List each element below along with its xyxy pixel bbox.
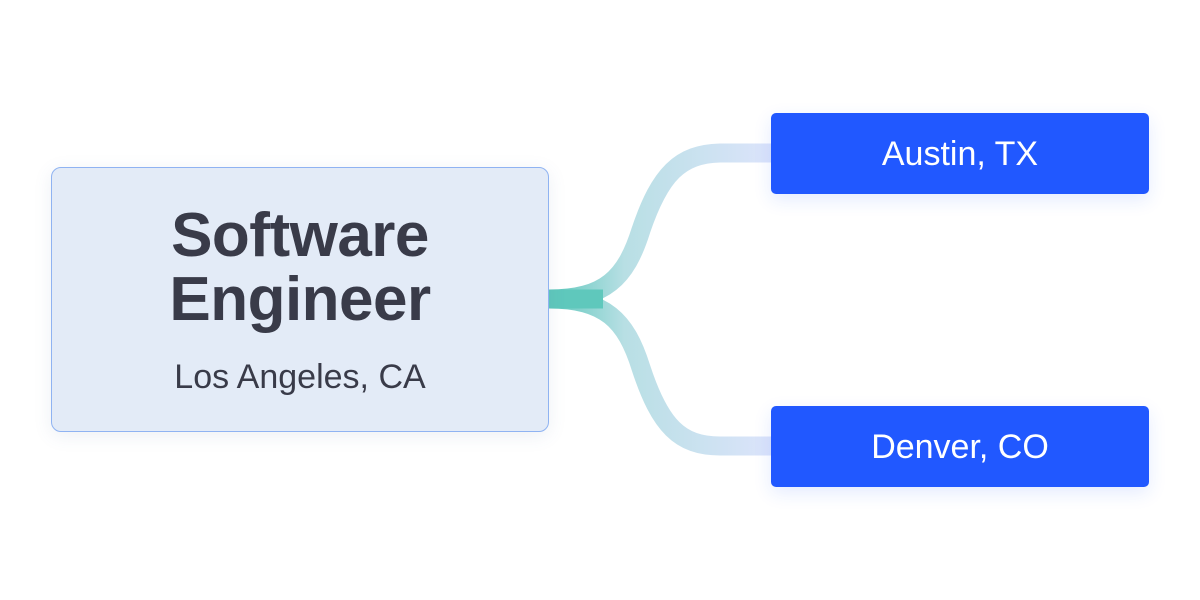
connector-to-austin: [548, 143, 771, 309]
source-role-title: Software Engineer: [169, 201, 431, 334]
source-role-card: Software Engineer Los Angeles, CA: [51, 167, 549, 432]
target-location-denver: Denver, CO: [771, 406, 1149, 487]
source-location: Los Angeles, CA: [174, 358, 426, 396]
target-location-austin: Austin, TX: [771, 113, 1149, 194]
connector-to-denver: [548, 289, 771, 456]
